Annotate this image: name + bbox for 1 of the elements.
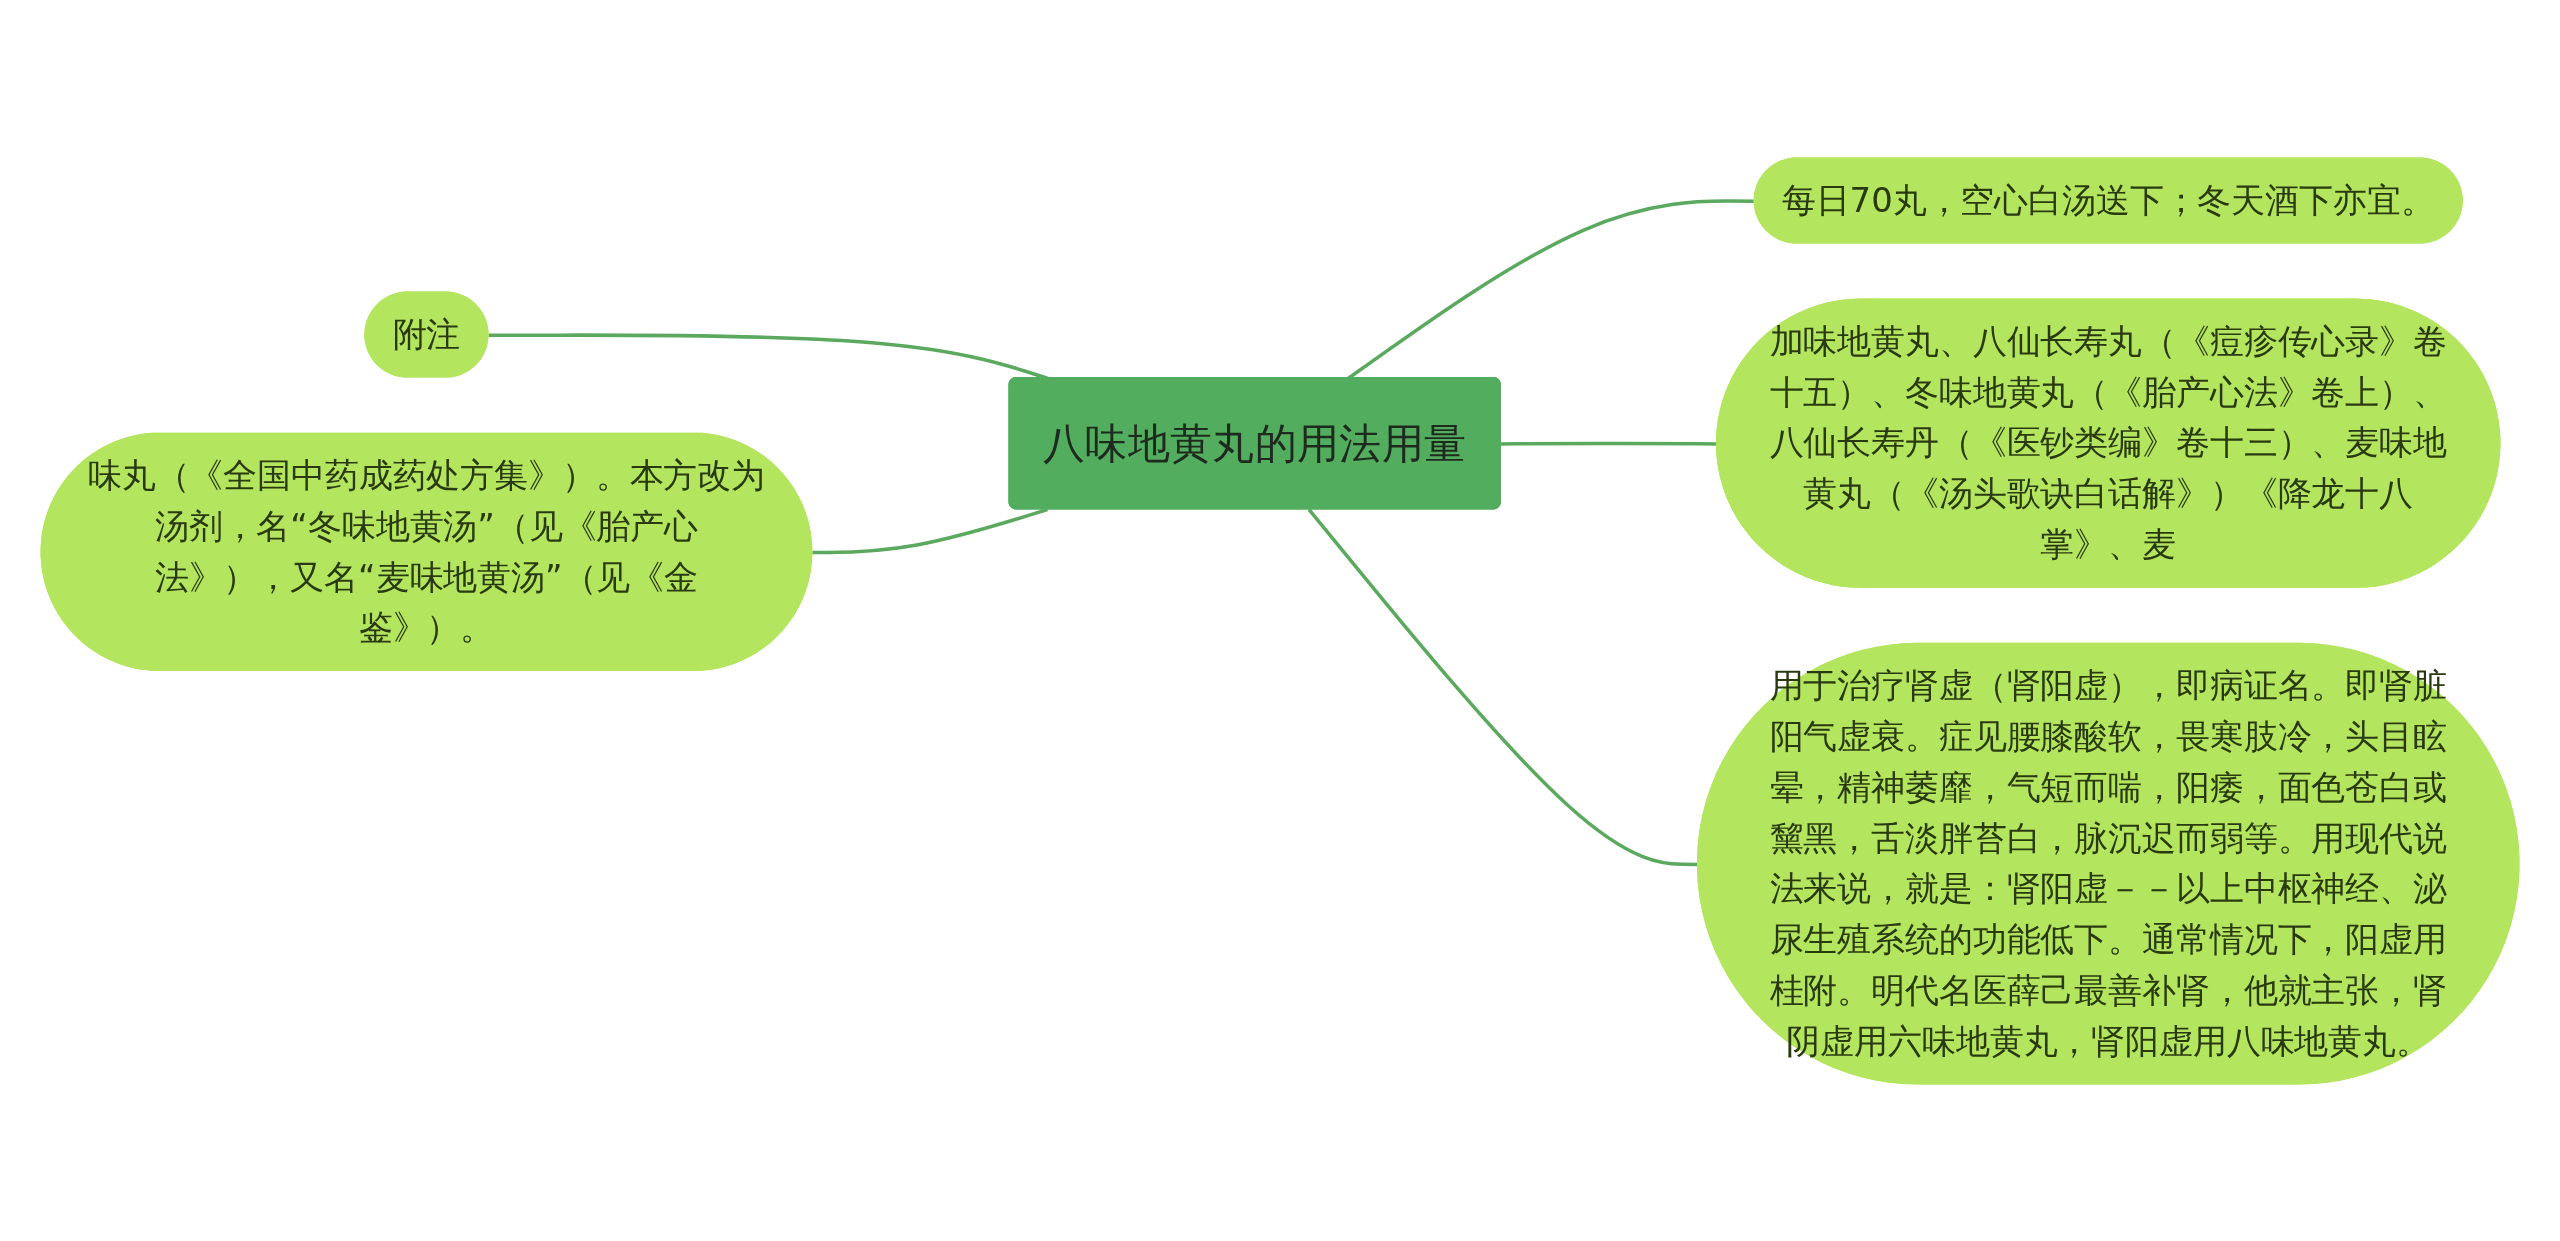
connector <box>812 507 1048 554</box>
